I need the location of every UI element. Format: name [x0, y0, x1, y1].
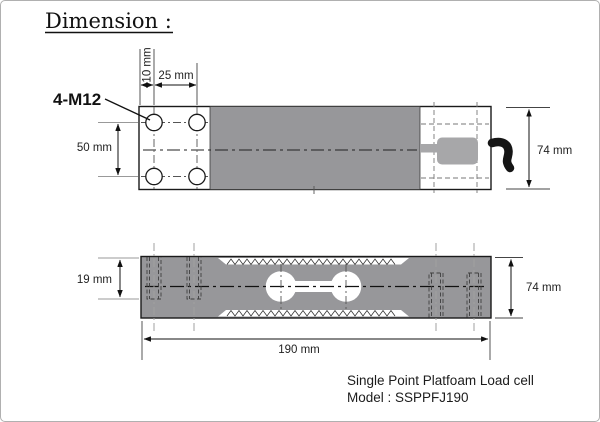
connector-stem [420, 144, 439, 153]
page-title-text: Dimension : [45, 9, 172, 33]
product-name: Single Point Platfoam Load cell [347, 373, 534, 388]
callout-leader-line [104, 98, 151, 121]
dim-label-190mm: 190 mm [278, 344, 320, 356]
dim-side-height: 74 mm [495, 257, 561, 319]
dim-label-10mm: 10 mm [142, 47, 154, 82]
mounting-hole [145, 167, 163, 186]
model-number: Model : SSPPFJ190 [347, 390, 469, 405]
tapped-holes-right [428, 243, 482, 333]
mounting-hole [188, 167, 206, 186]
cutout-centerlines [280, 264, 347, 309]
dim-length: 190 mm [141, 321, 491, 360]
mounting-holes [145, 113, 206, 186]
cable [487, 137, 515, 173]
dim-label-50mm: 50 mm [77, 142, 112, 154]
side-view: 19 mm 190 mm 74 mm [77, 243, 561, 360]
dim-hole-pitch-y: 50 mm [77, 121, 138, 178]
page-title: Dimension : [45, 9, 173, 34]
dim-label-74mm-side: 74 mm [526, 282, 561, 294]
dim-thread-depth: 19 mm [77, 257, 139, 300]
mounting-hole [188, 113, 206, 132]
right-block-hidden-lines [421, 123, 489, 179]
top-view: 10 mm 25 mm 4-M12 50 mm 74 mm [53, 47, 572, 195]
mounting-hole [145, 113, 163, 132]
connector-plug [437, 137, 478, 165]
dim-label-19mm: 19 mm [77, 274, 112, 286]
dim-top-width: 74 mm [506, 107, 572, 190]
flexure-hatch-bottom [218, 309, 409, 317]
tapped-holes-left [146, 243, 202, 333]
callout-4m12: 4-M12 [53, 90, 101, 109]
footer: Single Point Platfoam Load cell Model : … [347, 373, 534, 405]
flexure-hatch-top [218, 258, 409, 266]
dim-label-25mm: 25 mm [158, 70, 193, 82]
top-view-gray-section [209, 106, 421, 190]
hole-callout: 4-M12 [53, 90, 151, 121]
dim-hole-offsets: 10 mm 25 mm [139, 47, 198, 105]
dim-label-74mm-top: 74 mm [537, 145, 572, 157]
